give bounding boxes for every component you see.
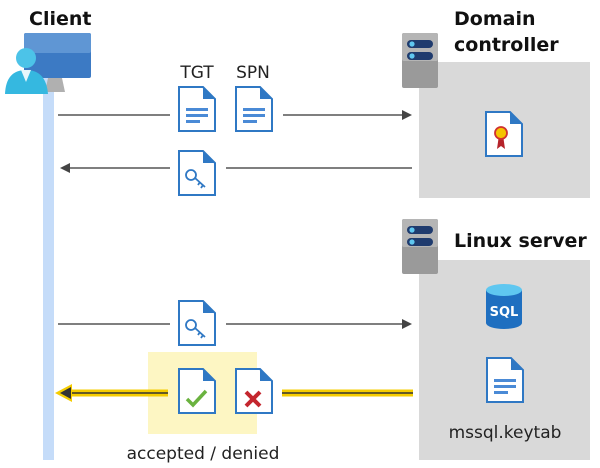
request-arrow xyxy=(58,110,412,120)
client-lifeline xyxy=(43,78,54,460)
certificate-document-icon xyxy=(485,111,523,157)
key-document-icon xyxy=(178,300,216,346)
ticket-to-server-arrow xyxy=(58,319,412,329)
domain-controller-title-line1: Domain xyxy=(454,8,535,30)
spn-label: SPN xyxy=(236,63,270,83)
result-label: accepted / denied xyxy=(127,444,280,464)
server-icon xyxy=(402,33,438,88)
ticket-reply-arrow xyxy=(60,163,412,173)
keytab-document-icon xyxy=(486,357,524,403)
domain-controller-title-line2: controller xyxy=(454,34,559,56)
linux-server-title: Linux server xyxy=(454,230,587,252)
key-document-icon xyxy=(178,150,216,196)
client-title: Client xyxy=(29,8,91,30)
sql-database-icon: SQL xyxy=(486,284,522,329)
tgt-label: TGT xyxy=(179,63,214,83)
spn-document-icon xyxy=(235,86,273,132)
check-document-icon xyxy=(178,368,216,414)
tgt-document-icon xyxy=(178,86,216,132)
keytab-label: mssql.keytab xyxy=(449,423,562,443)
result-arrow xyxy=(55,384,413,402)
cross-document-icon xyxy=(235,368,273,414)
server-icon xyxy=(402,219,438,274)
user-computer-icon xyxy=(5,33,91,94)
sql-label: SQL xyxy=(490,305,519,320)
